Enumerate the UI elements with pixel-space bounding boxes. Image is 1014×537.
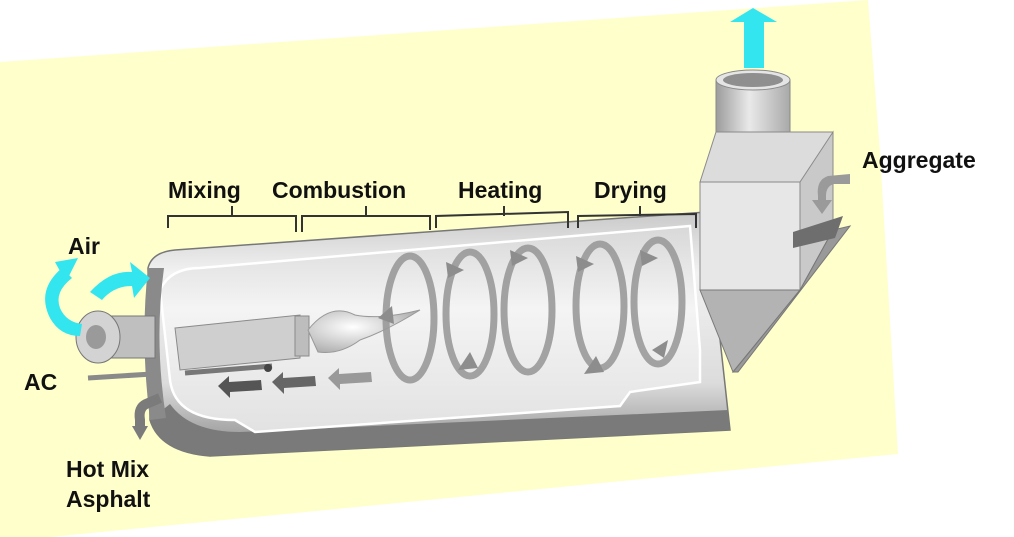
label-asphalt: Asphalt — [66, 486, 151, 512]
zone-brackets — [167, 206, 697, 232]
exhaust-arrow — [730, 8, 777, 68]
zone-label-mixing: Mixing — [168, 177, 241, 203]
loop-arrowheads — [378, 250, 668, 374]
material-veil-loops — [382, 236, 686, 384]
label-aggregate: Aggregate — [862, 147, 976, 173]
label-ac: AC — [24, 369, 58, 395]
air-flow-arrows — [45, 258, 150, 336]
zone-label-heating: Heating — [458, 177, 543, 203]
zone-label-drying: Drying — [594, 177, 667, 203]
burner-housing — [75, 310, 162, 440]
zone-label-combustion: Combustion — [272, 177, 407, 203]
label-air: Air — [68, 233, 100, 259]
label-hot-mix: Hot Mix — [66, 456, 150, 482]
drum-body — [144, 211, 731, 457]
exhaust-chimney — [699, 69, 852, 373]
